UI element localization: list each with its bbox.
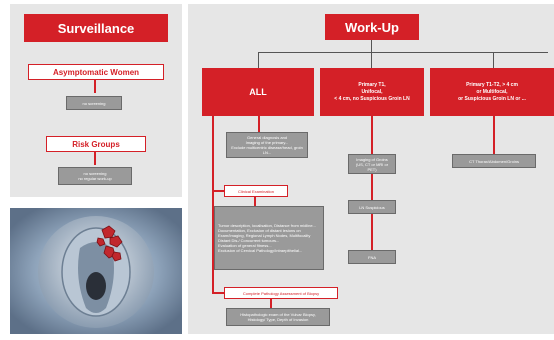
risk-note-box: no screening no regular work-up: [58, 167, 132, 185]
workup-panel: Work-Up ALL Primary T1, Unifocal, < 4 cm…: [188, 4, 554, 334]
all-spine: [212, 116, 214, 292]
tree-trunk: [371, 40, 372, 52]
tree-leg-t2: [493, 52, 494, 68]
column-t1: Primary T1, Unifocal, < 4 cm, no Suspici…: [320, 68, 424, 116]
no-screening-box: no screening: [66, 96, 122, 110]
all-box-tumor: Tumor description, localisation, Distanc…: [214, 206, 324, 270]
connector-asymptomatic: [94, 79, 96, 93]
t1-box-ln: LN Suspicious: [348, 200, 396, 214]
t1-box-imaging: Imaging of Groins (US, CT or MRI or PET): [348, 154, 396, 174]
connector-risk: [94, 151, 96, 165]
all-box-histology: Histopathologic exam of the Vulvar Biops…: [226, 308, 330, 326]
tree-branch: [258, 52, 548, 53]
complete-pathology-box: Complete Pathology Assessment of Biopsy: [224, 287, 338, 299]
all-arrow-3: [270, 298, 272, 308]
t1-arrow-1: [371, 116, 373, 154]
clinical-exam-box: Clinical Examination: [224, 185, 288, 197]
all-tick-pathology: [212, 292, 224, 294]
all-arrow-1: [258, 116, 260, 132]
surveillance-title: Surveillance: [24, 14, 168, 42]
workup-title: Work-Up: [325, 14, 419, 40]
tree-leg-t1: [371, 52, 372, 68]
tree-leg-all: [258, 52, 259, 68]
column-t2: Primary T1-T2, > 4 cm or Multifocal, or …: [430, 68, 554, 116]
all-arrow-2: [254, 196, 256, 206]
risk-groups-box: Risk Groups: [46, 136, 146, 152]
column-all: ALL: [202, 68, 314, 116]
t1-arrow-3: [371, 214, 373, 250]
clinical-photo: [10, 208, 182, 334]
all-tick-clinical: [212, 190, 224, 192]
surveillance-panel: Surveillance Asymptomatic Women no scree…: [10, 4, 182, 197]
t1-box-fna: FNA: [348, 250, 396, 264]
clinical-image-panel: [10, 208, 182, 334]
all-box-general: General diagnosis and Imaging of the pri…: [226, 132, 308, 158]
t2-box-ct: CT Thorax/Abdomen/Groins: [452, 154, 536, 168]
asymptomatic-women-box: Asymptomatic Women: [28, 64, 164, 80]
t1-arrow-2: [371, 174, 373, 200]
t2-arrow-1: [493, 116, 495, 154]
